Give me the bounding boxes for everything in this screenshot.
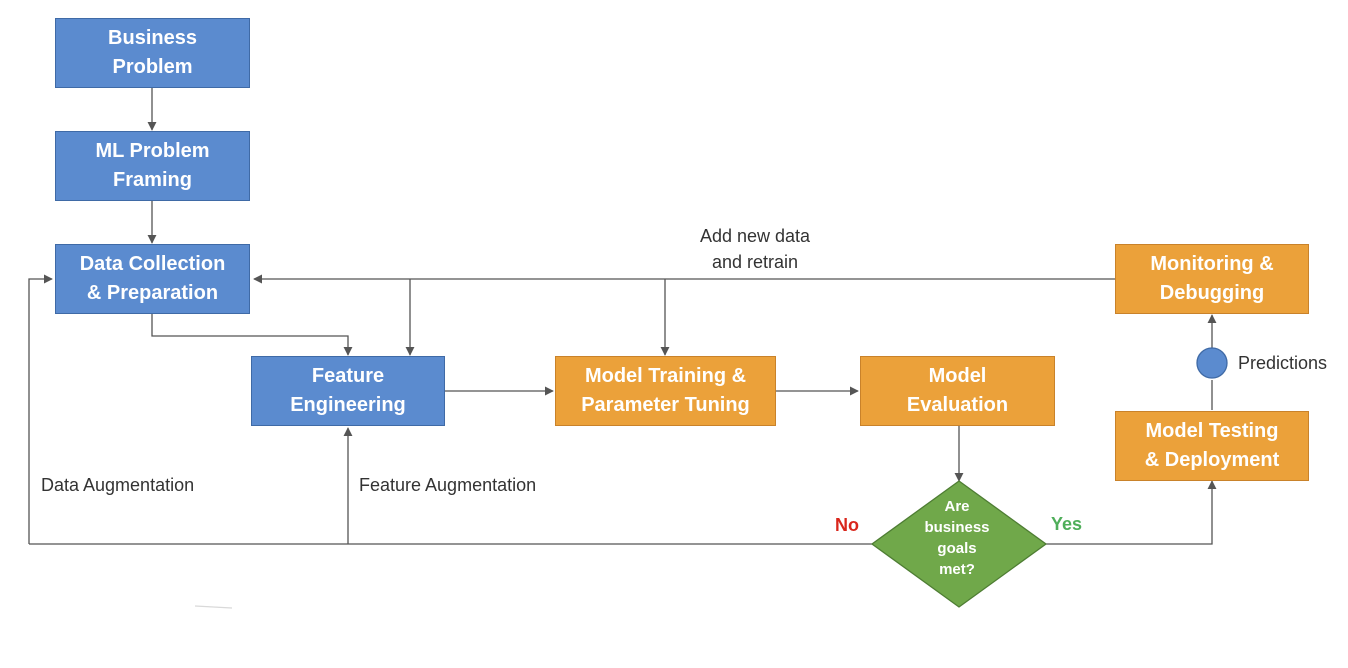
predictions-node (1196, 347, 1228, 379)
node-data-collection: Data Collection & Preparation (55, 244, 250, 314)
label-feature-augmentation: Feature Augmentation (359, 475, 537, 495)
node-business-problem: Business Problem (55, 18, 250, 88)
decision-label: Are business goals met? (924, 498, 990, 578)
label-data-augmentation: Data Augmentation (41, 475, 195, 495)
decision-diamond (870, 480, 1048, 608)
arrow-data-to-feature (151, 314, 353, 356)
arrow-no-to-data (28, 274, 53, 544)
node-model-testing: Model Testing & Deployment (1115, 411, 1309, 481)
node-monitoring: Monitoring & Debugging (1115, 244, 1309, 314)
label-add-new-data: Add new data and retrain (699, 226, 811, 272)
label-no: No (835, 515, 859, 535)
label-predictions: Predictions (1238, 353, 1328, 373)
node-model-training: Model Training & Parameter Tuning (555, 356, 776, 426)
node-ml-problem-framing: ML Problem Framing (55, 131, 250, 201)
node-model-evaluation: Model Evaluation (860, 356, 1055, 426)
label-yes: Yes (1051, 514, 1083, 534)
faint-mark (194, 605, 233, 609)
arrow-yes-to-testing (1046, 480, 1217, 545)
node-feature-engineering: Feature Engineering (251, 356, 445, 426)
